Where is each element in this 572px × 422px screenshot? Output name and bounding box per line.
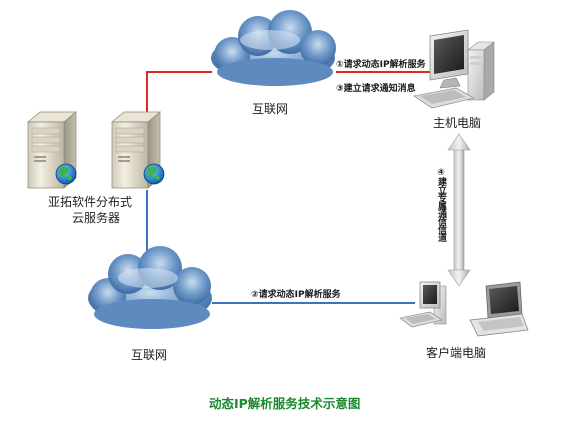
- edge-label-step2: ②请求动态IP解析服务: [251, 288, 342, 300]
- desktop-computer-icon-client: [399, 281, 447, 328]
- label-server-line2: 云服务器: [72, 210, 120, 225]
- label-client-pc: 客户端电脑: [426, 345, 486, 360]
- label-host-pc: 主机电脑: [433, 116, 481, 130]
- globe-icon-right: [143, 163, 165, 185]
- globe-icon-left: [55, 163, 77, 185]
- edge-blue-link: [146, 190, 415, 304]
- label-internet-bottom: 互联网: [131, 348, 167, 362]
- edge-label-step3: ③建立请求通知消息: [336, 82, 416, 94]
- edge-red-link: [146, 71, 432, 117]
- label-internet-top: 互联网: [252, 102, 288, 116]
- label-server-line1: 亚拓软件分布式: [48, 195, 132, 209]
- desktop-computer-icon-host: [413, 29, 495, 109]
- edge-label-step4: ④建立专属通信信道: [436, 168, 448, 243]
- diagram-caption: 动态IP解析服务技术示意图: [209, 396, 360, 411]
- laptop-icon: [469, 281, 529, 337]
- double-arrow-icon: [447, 133, 471, 287]
- cloud-icon-bottom: [88, 246, 212, 329]
- edge-label-step1: ①请求动态IP解析服务: [336, 58, 427, 70]
- cloud-icon-top: [211, 10, 336, 86]
